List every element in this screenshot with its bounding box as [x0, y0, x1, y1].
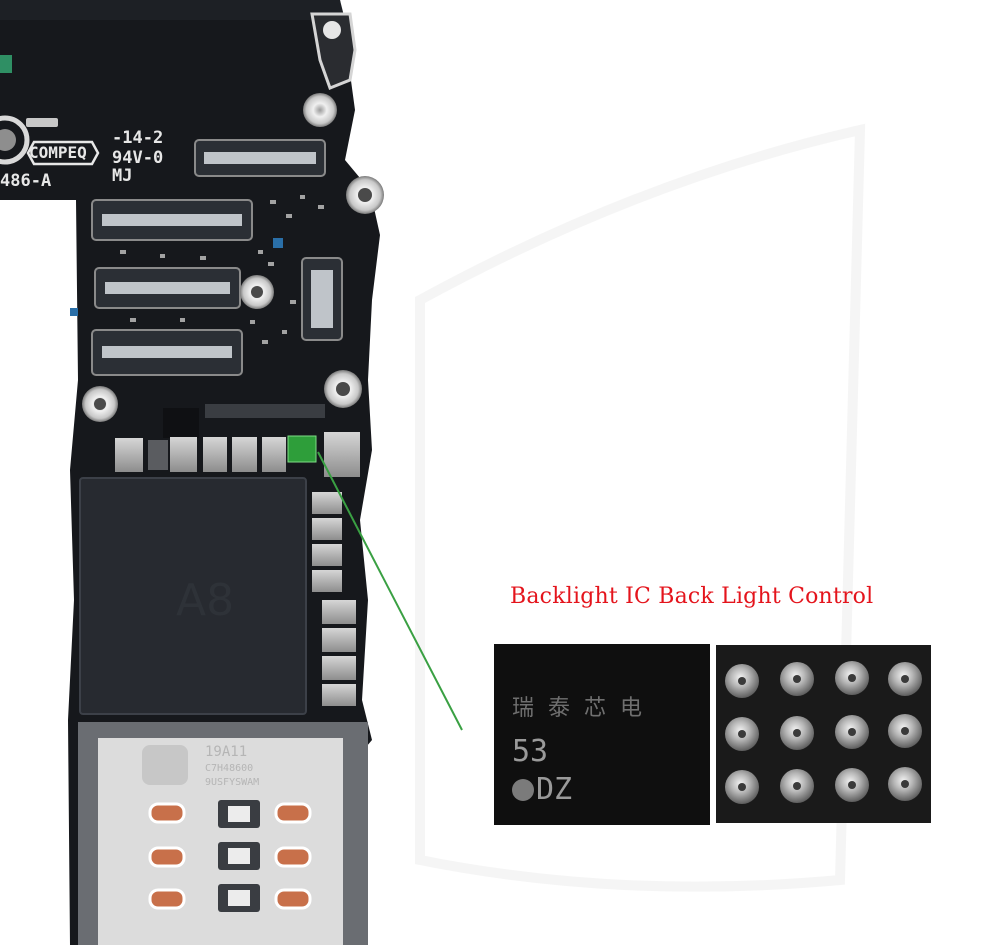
passives — [120, 195, 324, 344]
pointer-line — [317, 451, 463, 731]
board-marking-3: MJ — [112, 166, 133, 186]
watermark — [415, 123, 866, 892]
caption: Backlight IC Back Light Control — [510, 584, 874, 609]
soc-label: A8 — [176, 575, 235, 626]
chip-photos — [494, 644, 931, 825]
component-row — [115, 408, 360, 477]
board-brand: COMPEQ — [29, 143, 87, 162]
sim-contacts — [148, 802, 312, 910]
right-passives — [312, 492, 356, 706]
compeq-outline — [26, 140, 100, 166]
tray-label-3: 9USFYSWAM — [205, 777, 260, 788]
tray-label-1: 19A11 — [205, 744, 248, 760]
tray-label-2: C7H48600 — [205, 763, 254, 774]
connector-pins — [102, 152, 333, 358]
chip-marking-line1: 53 — [512, 734, 549, 769]
board-marking-1: -14-2 — [112, 128, 164, 148]
highlighted-backlight-ic — [287, 435, 317, 463]
chip-marking-line2-text: DZ — [536, 772, 573, 807]
chip-marking-chinese: 瑞泰芯电 — [512, 696, 657, 721]
a8-soc — [80, 478, 306, 714]
board-marking-2: 94V-0 — [112, 148, 164, 168]
chip-marking-line2: DZ — [512, 772, 572, 807]
board-part-number: 486-A — [0, 171, 52, 191]
pcb-board — [0, 0, 384, 945]
logo-dot-icon — [512, 779, 534, 801]
